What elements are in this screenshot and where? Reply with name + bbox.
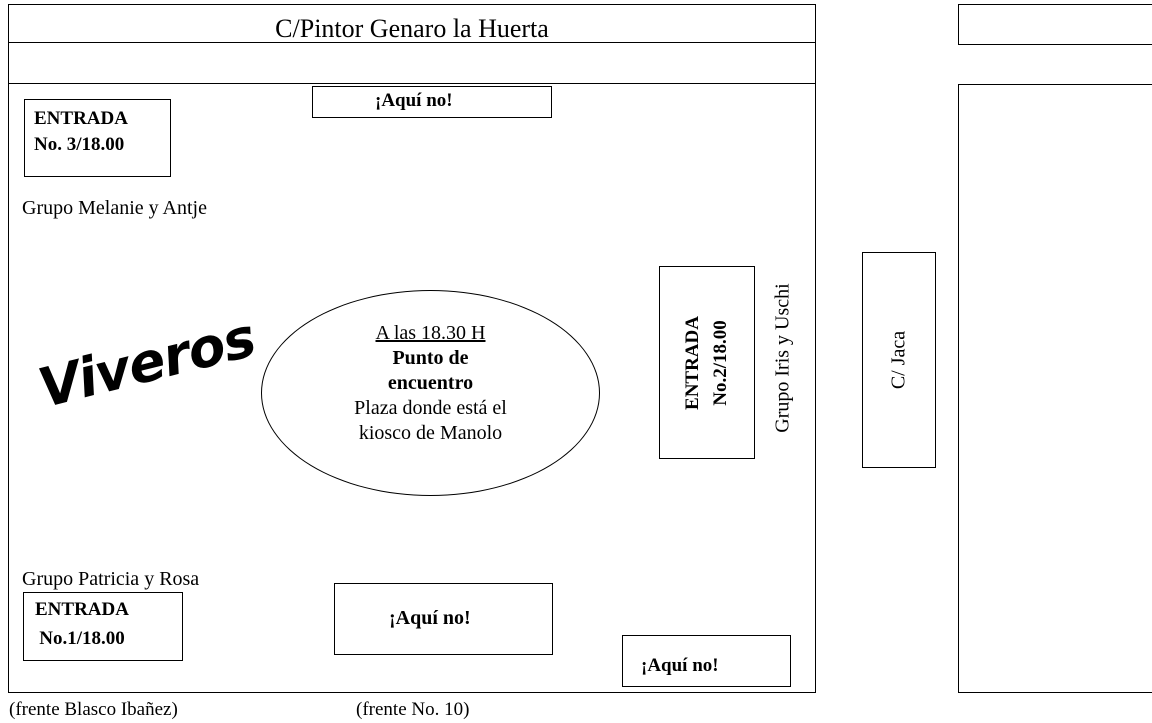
group-patricia-rosa: Grupo Patricia y Rosa	[22, 568, 200, 590]
entrada-3-number: No. 3/18.00	[34, 134, 125, 155]
group-iris-uschi: Grupo Iris y Uschi	[771, 283, 794, 433]
street-pintor-genaro: C/Pintor Genaro la Huerta	[8, 4, 816, 43]
caption-frente-no-10: (frente No. 10)	[356, 699, 470, 720]
entrada-1-number: No.1/18.00	[39, 628, 125, 649]
aqui-no-bottom-label: ¡Aquí no!	[389, 607, 471, 629]
caption-frente-blasco-ibanez: (frente Blasco Ibañez)	[9, 699, 178, 720]
entrada-2-title: ENTRADA	[682, 315, 703, 410]
meeting-title-line1: Punto de	[392, 347, 469, 369]
meeting-desc-line1: Plaza donde está el	[354, 397, 507, 419]
street-jaca-label: C/ Jaca	[887, 330, 910, 390]
right-block-top	[958, 4, 1152, 45]
meeting-point-ellipse	[261, 290, 600, 496]
meeting-title-line2: encuentro	[387, 372, 474, 394]
entrada-2-number: No.2/18.00	[710, 319, 731, 406]
meeting-desc-line2: kiosco de Manolo	[358, 422, 503, 444]
aqui-no-bottom-box: ¡Aquí no!	[334, 583, 553, 655]
entrada-3-title: ENTRADA	[34, 108, 128, 129]
meeting-time: A las 18.30 H	[375, 322, 486, 344]
group-melanie-antje: Grupo Melanie y Antje	[22, 197, 207, 219]
aqui-no-corner-label: ¡Aquí no!	[641, 655, 719, 676]
aqui-no-top-label: ¡Aquí no!	[375, 90, 453, 111]
entrada-1-box: ENTRADA No.1/18.00	[23, 592, 183, 661]
aqui-no-top-box: ¡Aquí no!	[312, 86, 552, 118]
entrada-1-title: ENTRADA	[35, 599, 129, 620]
entrada-3-box: ENTRADA No. 3/18.00	[24, 99, 171, 177]
aqui-no-corner-box: ¡Aquí no!	[622, 635, 791, 687]
street-band	[8, 42, 816, 84]
meeting-point-text: A las 18.30 H Punto de encuentro Plaza d…	[261, 321, 600, 446]
street-jaca: C/ Jaca	[862, 252, 936, 468]
entrada-2-box: ENTRADA No.2/18.00	[659, 266, 755, 459]
right-block	[958, 84, 1152, 693]
street-pintor-genaro-label: C/Pintor Genaro la Huerta	[275, 14, 549, 43]
